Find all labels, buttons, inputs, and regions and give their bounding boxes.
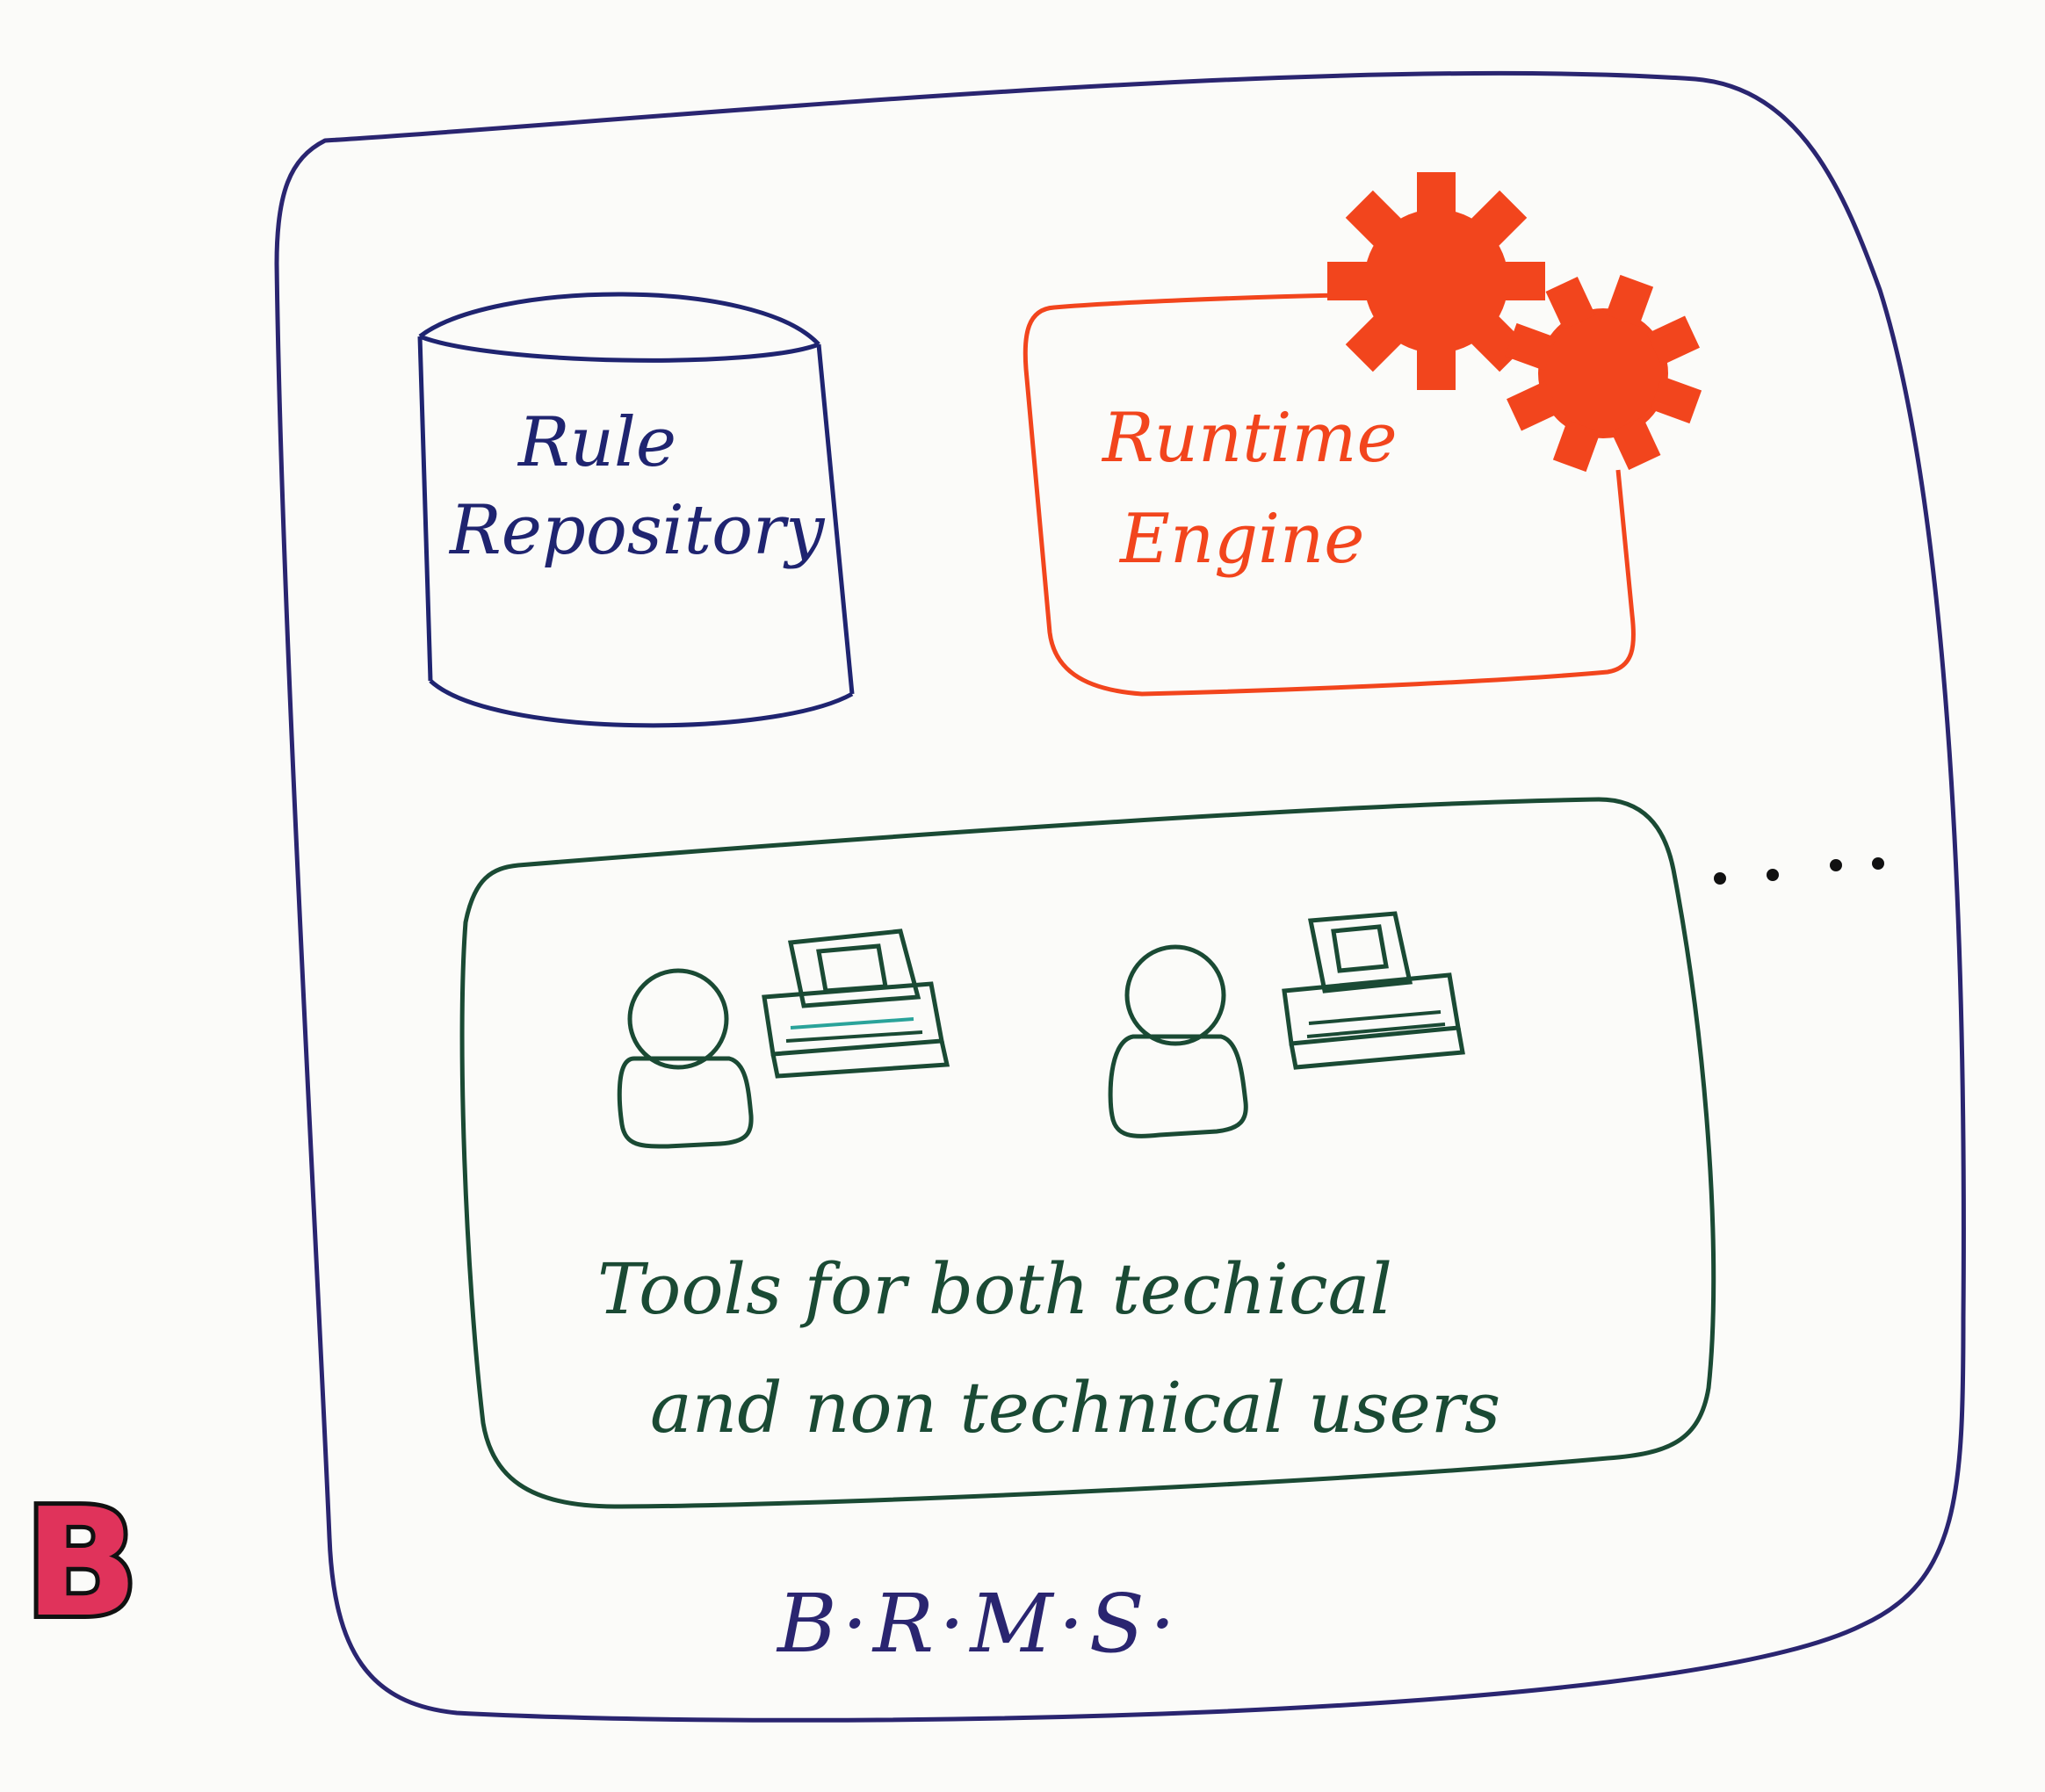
repository-label-line2: Repository: [448, 491, 825, 570]
engine-label-line2: Engine: [1118, 500, 1364, 579]
gear-icon: [1327, 172, 1545, 390]
tools-label-line1: Tools for both techical: [597, 1248, 1392, 1330]
ellipsis-dots: [1714, 857, 1884, 885]
tools-label-line2: and non technical users: [650, 1367, 1500, 1449]
user-icon: [1108, 944, 1248, 1138]
tools-box: [459, 797, 1716, 1509]
brms-label: B·R·M·S·: [776, 1577, 1181, 1671]
corner-logo: B: [25, 1477, 139, 1651]
brms-boundary: [274, 70, 1966, 1723]
rule-repository-cylinder: [417, 292, 855, 728]
engine-label-line1: Runtime: [1101, 399, 1398, 478]
computer-icon: [1282, 911, 1465, 1070]
runtime-engine-box: [1022, 292, 1637, 697]
repository-label-line1: Rule: [517, 403, 676, 482]
gear-icon: [1504, 274, 1702, 473]
user-icon: [617, 968, 754, 1149]
computer-icon: [762, 929, 950, 1079]
